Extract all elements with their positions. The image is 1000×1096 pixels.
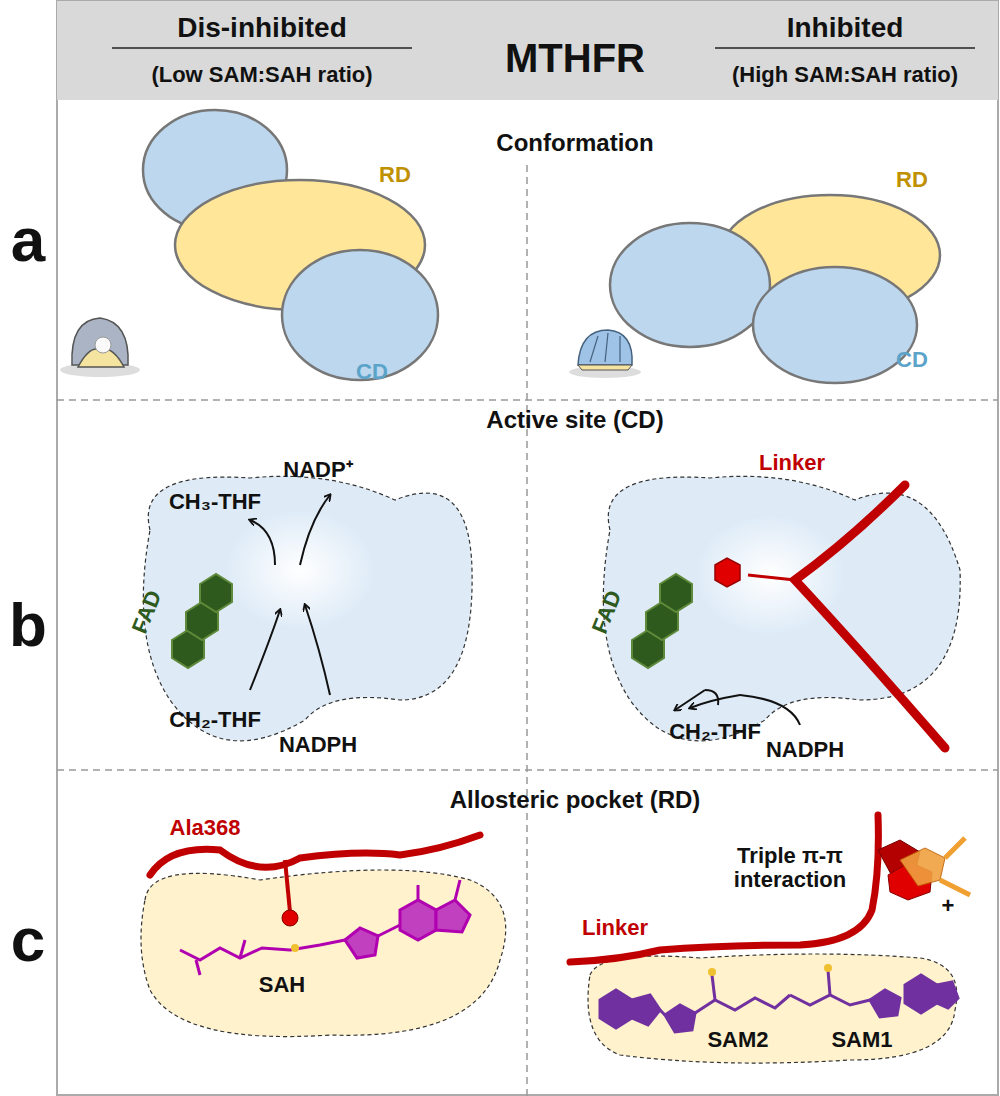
linker	[150, 835, 480, 875]
column-heading: Dis-inhibited	[177, 13, 347, 44]
domain-label: RD	[896, 168, 928, 192]
domain-label: CD	[356, 360, 388, 384]
molecule-label: CH₂-THF	[169, 708, 261, 732]
linker-label: Linker	[582, 916, 648, 940]
header-band	[57, 1, 998, 100]
molecule-label: NADP⁺	[283, 458, 352, 482]
underline	[112, 47, 412, 49]
molecule-label: SAM2	[707, 1028, 768, 1052]
conformation-blobs	[143, 110, 940, 383]
linker-sidechain	[748, 575, 795, 580]
tyr-ring	[715, 558, 740, 587]
panel-letter: a	[11, 206, 45, 274]
molecule-label: NADPH	[766, 738, 844, 762]
panel-title: Allosteric pocket (RD)	[450, 787, 701, 813]
allosteric-pocket	[141, 870, 506, 1037]
domain-label: CD	[896, 348, 928, 372]
linker-label: Linker	[759, 451, 825, 475]
closed-shell-icon	[569, 330, 641, 378]
residue-label: Ala368	[170, 816, 241, 840]
ala-atom	[282, 910, 298, 926]
column-subheading: (Low SAM:SAH ratio)	[151, 63, 372, 87]
panel-title: Conformation	[496, 130, 653, 156]
flow-arrows	[250, 495, 330, 695]
ala-sidechain	[285, 860, 290, 912]
molecule-label: SAH	[259, 973, 305, 997]
fad-rings	[172, 574, 232, 668]
cofactor-label: FAD	[128, 587, 167, 637]
panel-letter: b	[9, 591, 47, 659]
fad-rings	[632, 574, 692, 668]
panel-title: Active site (CD)	[486, 407, 663, 433]
separators	[57, 165, 998, 1096]
charge-label: +	[942, 894, 955, 918]
frame	[57, 1, 998, 1095]
domain-label: RD	[379, 163, 411, 187]
linker	[570, 815, 878, 962]
open-clam-icon	[60, 318, 140, 377]
sam-molecules	[600, 970, 958, 1032]
active-site-pocket	[143, 476, 472, 741]
column-heading: Inhibited	[787, 13, 904, 44]
molecule-label: NADPH	[279, 733, 357, 757]
sulfur	[291, 944, 299, 952]
cofactor-label: FAD	[588, 587, 627, 637]
figure-title: MTHFR	[505, 36, 645, 80]
underline	[715, 47, 975, 49]
glow	[225, 510, 375, 630]
glow	[695, 515, 845, 635]
linker	[795, 485, 945, 748]
column-subheading: (High SAM:SAH ratio)	[732, 63, 958, 87]
molecule-label: CH₃-THF	[169, 490, 261, 514]
molecule-label: SAM1	[831, 1028, 892, 1052]
molecule-label: CH₂-THF	[669, 720, 761, 744]
panel-letter: c	[11, 906, 45, 974]
pi-stack	[878, 838, 970, 900]
sulfur	[824, 964, 832, 972]
sulfur	[708, 968, 716, 976]
sah-molecule	[180, 880, 470, 975]
interaction-label: Triple π-π interaction	[720, 844, 860, 892]
allosteric-pocket	[588, 954, 957, 1063]
